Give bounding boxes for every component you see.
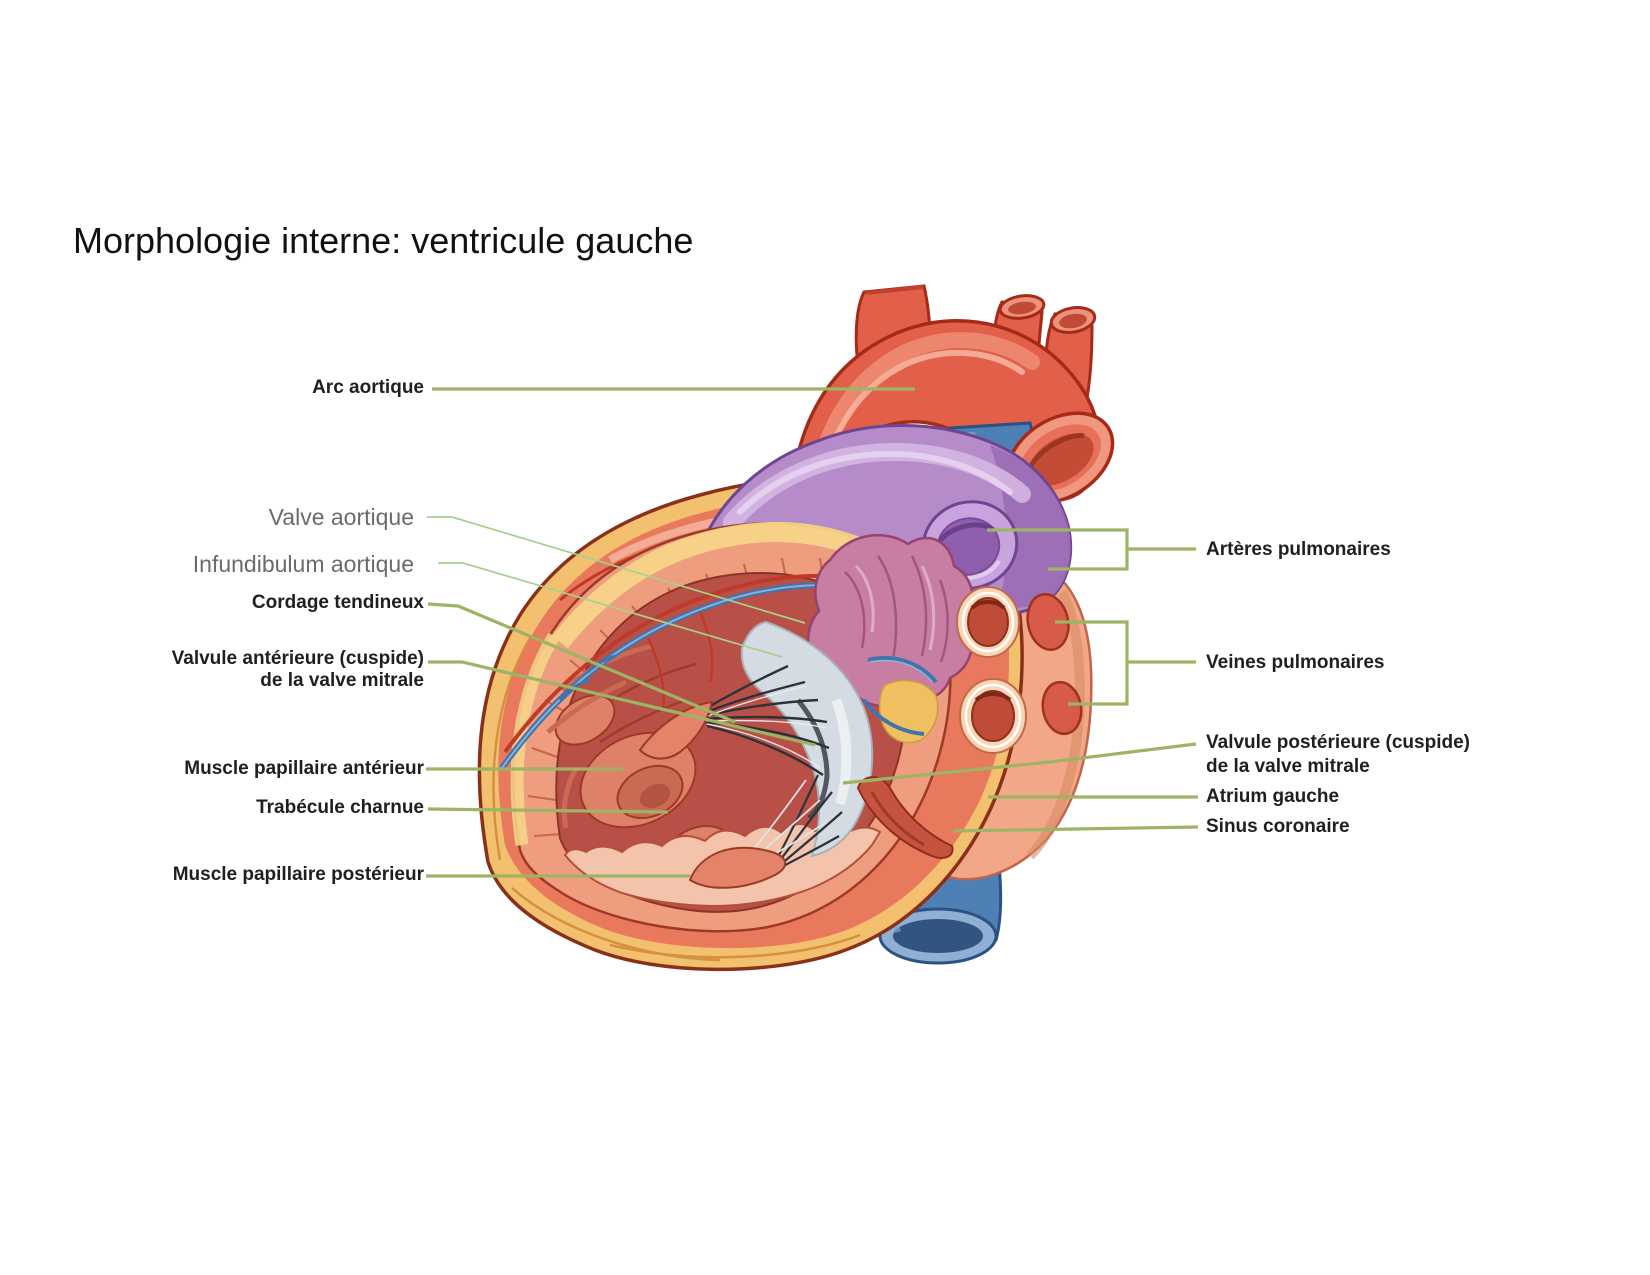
leader-trabecule-charnue (427, 807, 669, 814)
mitral-valve-graphic (638, 620, 874, 889)
leader-lines (426, 387, 1199, 878)
label-valvule-posterieure: Valvule postérieure (cuspide) de la valv… (1206, 731, 1470, 779)
leader-valvule-posterieure (842, 742, 1197, 785)
label-valvule-posterieure-line1: Valvule postérieure (cuspide) (1206, 732, 1470, 753)
pulmonary-vein-stub-upper (1026, 593, 1070, 651)
posterior-papillary-muscle (688, 846, 787, 889)
label-valvule-anterieure: Valvule antérieure (cuspide) de la valve… (172, 648, 424, 692)
pulmonary-vein-openings-graphic (956, 586, 1083, 754)
leader-valvule-anterieure (428, 660, 816, 747)
label-sinus-coronaire: Sinus coronaire (1206, 816, 1350, 837)
label-muscle-papillaire-anterieur: Muscle papillaire antérieur (184, 758, 424, 779)
leader-sinus-coronaire (952, 825, 1199, 833)
label-infundibulum-aortique: Infundibulum aortique (192, 551, 414, 577)
pulmonary-vein-opening-upper (956, 586, 1020, 658)
av-groove-fat-graphic (862, 656, 939, 744)
label-veines-pulmonaires: Veines pulmonaires (1206, 652, 1385, 673)
label-muscle-papillaire-posterieur: Muscle papillaire postérieur (172, 864, 424, 885)
label-valve-aortique: Valve aortique (268, 504, 414, 530)
leader-valve-aortique (427, 516, 806, 624)
label-cordage-tendineux: Cordage tendineux (251, 592, 424, 613)
page-title: Morphologie interne: ventricule gauche (73, 220, 694, 261)
label-atrium-gauche: Atrium gauche (1206, 786, 1340, 807)
label-valvule-anterieure-line2: de la valve mitrale (260, 670, 424, 691)
pulmonary-vein-opening-lower (959, 678, 1027, 754)
leader-infundibulum-aortique (438, 562, 783, 658)
coronary-sinus-graphic (856, 776, 954, 859)
label-trabecule-charnue: Trabécule charnue (256, 797, 424, 818)
leader-cordage-tendineux (427, 602, 736, 724)
label-arc-aortique: Arc aortique (312, 377, 424, 398)
pulmonary-trunk-graphic (698, 424, 1073, 616)
label-valvule-posterieure-line2: de la valve mitrale (1206, 756, 1370, 777)
label-valvule-anterieure-line1: Valvule antérieure (cuspide) (171, 648, 424, 669)
label-arteres-pulmonaires: Artères pulmonaires (1206, 539, 1391, 560)
